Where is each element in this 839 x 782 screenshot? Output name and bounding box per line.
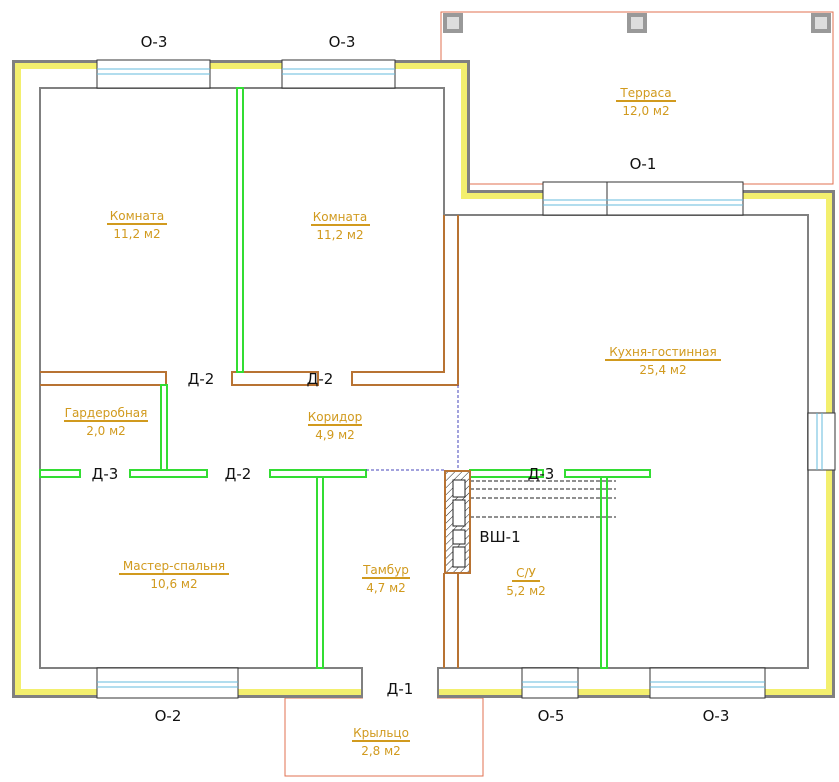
- svg-text:Мастер-спальня: Мастер-спальня: [123, 559, 225, 573]
- svg-text:Тамбур: Тамбур: [362, 563, 409, 577]
- room-label: Коридор 4,9 м2: [308, 410, 363, 442]
- room-label: Комната 11,2 м2: [311, 210, 370, 242]
- svg-text:Комната: Комната: [313, 210, 367, 224]
- svg-text:Терраса: Терраса: [619, 86, 671, 100]
- svg-text:10,6 м2: 10,6 м2: [150, 577, 197, 591]
- svg-text:25,4 м2: 25,4 м2: [639, 363, 686, 377]
- svg-text:С/У: С/У: [516, 566, 536, 580]
- room-label: Кухня-гостинная 25,4 м2: [605, 345, 721, 377]
- green-partitions: [39, 87, 651, 669]
- room-label: Тамбур 4,7 м2: [362, 563, 410, 595]
- svg-text:11,2 м2: 11,2 м2: [113, 227, 160, 241]
- vent-shaft: [444, 470, 471, 574]
- room-label: Комната 11,2 м2: [107, 209, 167, 241]
- svg-text:Крыльцо: Крыльцо: [353, 726, 409, 740]
- door-mark: Д-3: [92, 465, 119, 483]
- svg-text:Комната: Комната: [110, 209, 164, 223]
- svg-text:2,0 м2: 2,0 м2: [86, 424, 126, 438]
- svg-text:4,7 м2: 4,7 м2: [366, 581, 406, 595]
- window-mark: О-2: [155, 707, 182, 725]
- room-label: Гардеробная 2,0 м2: [64, 406, 148, 438]
- svg-text:4,9 м2: 4,9 м2: [315, 428, 355, 442]
- room-label: Мастер-спальня 10,6 м2: [119, 559, 229, 591]
- window-mark: О-3: [141, 33, 168, 51]
- window-glazing: [97, 68, 823, 688]
- door-mark: Д-2: [225, 465, 252, 483]
- door-mark: Д-2: [307, 370, 334, 388]
- terrace-post: [443, 13, 831, 33]
- door-mark: Д-2: [188, 370, 215, 388]
- entrance-door-opening: [363, 666, 437, 700]
- window-mark: О-3: [329, 33, 356, 51]
- svg-text:5,2 м2: 5,2 м2: [506, 584, 546, 598]
- door-mark: Д-3: [528, 465, 555, 483]
- room-label: Терраса 12,0 м2: [616, 86, 676, 118]
- svg-text:2,8 м2: 2,8 м2: [361, 744, 401, 758]
- room-label: С/У 5,2 м2: [506, 566, 546, 598]
- svg-text:12,0 м2: 12,0 м2: [622, 104, 669, 118]
- room-label: Крыльцо 2,8 м2: [352, 726, 410, 758]
- svg-text:Кухня-гостинная: Кухня-гостинная: [609, 345, 716, 359]
- external-walls: [12, 60, 835, 698]
- svg-text:11,2 м2: 11,2 м2: [316, 228, 363, 242]
- svg-text:Гардеробная: Гардеробная: [65, 406, 148, 420]
- dashed-lines: [366, 385, 616, 518]
- svg-text:Коридор: Коридор: [308, 410, 363, 424]
- door-mark: Д-1: [387, 680, 414, 698]
- vent-shaft-mark: ВШ-1: [479, 528, 520, 546]
- brown-partitions: [40, 215, 459, 668]
- window-mark: О-3: [703, 707, 730, 725]
- window-mark: О-1: [630, 155, 657, 173]
- window-mark: О-5: [538, 707, 565, 725]
